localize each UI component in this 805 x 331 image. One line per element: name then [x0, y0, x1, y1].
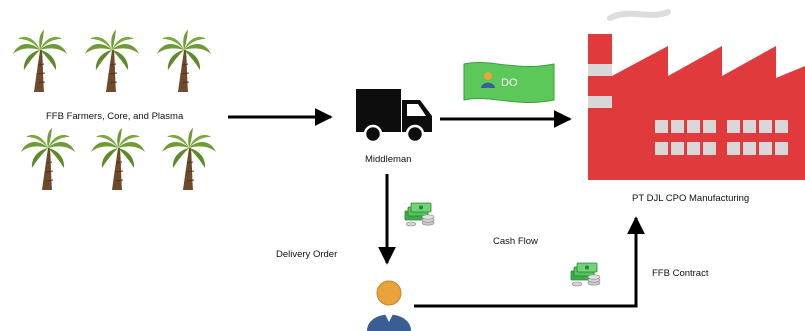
delivery-order-label: Delivery Order	[276, 249, 337, 260]
palm-tree-icon	[84, 29, 140, 93]
person-icon	[481, 72, 495, 88]
truck-icon	[356, 89, 432, 144]
factory-icon	[588, 9, 805, 180]
palm-tree-icon	[20, 127, 76, 191]
palm-trees-group	[12, 29, 217, 191]
factory-windows	[655, 120, 788, 155]
money-icon	[570, 262, 601, 287]
arrows-group	[228, 108, 645, 308]
factory-label: PT DJL CPO Manufacturing	[632, 193, 749, 204]
cash-flow-label: Cash Flow	[493, 236, 538, 247]
middleman-label: Middleman	[365, 154, 411, 165]
person-icon	[367, 280, 411, 331]
palm-tree-icon	[90, 127, 146, 191]
farmers-label: FFB Farmers, Core, and Plasma	[46, 111, 184, 122]
arrow-agent-to-factory	[414, 216, 645, 308]
do-banknote: DO	[463, 61, 555, 103]
palm-tree-icon	[161, 127, 217, 191]
palm-tree-icon	[156, 29, 212, 93]
palm-tree-icon	[12, 29, 68, 93]
do-label: DO	[501, 77, 518, 89]
ffb-contract-label: FFB Contract	[652, 268, 709, 279]
money-icon	[404, 202, 435, 227]
